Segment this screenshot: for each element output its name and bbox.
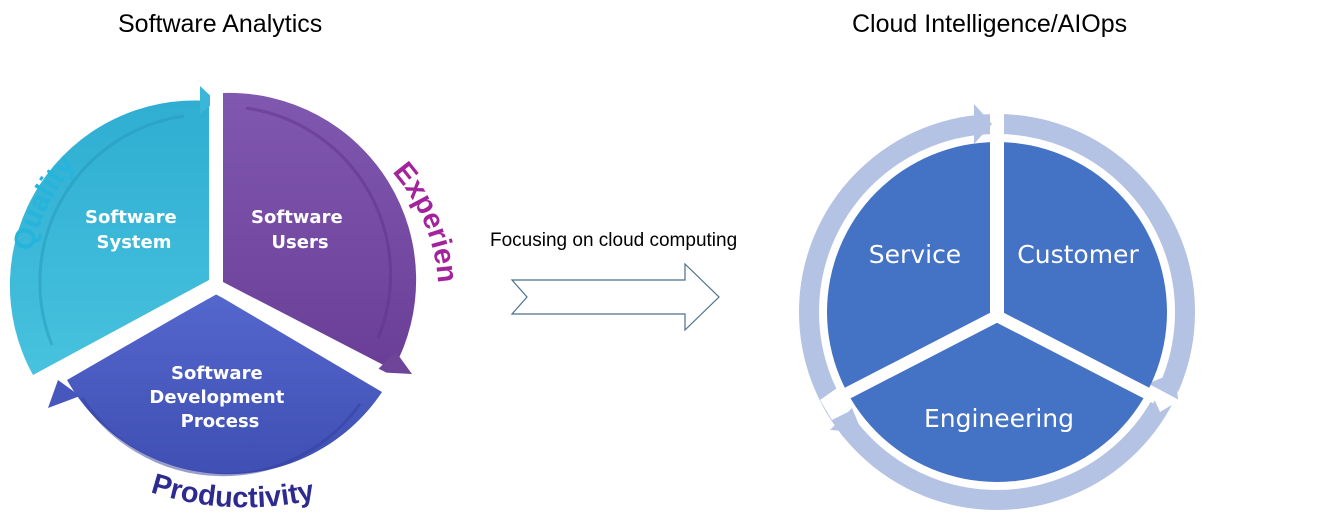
ring-arrow-right-icon bbox=[1148, 372, 1179, 400]
right-diagram-title: Cloud Intelligence/AIOps bbox=[852, 10, 1128, 38]
label-software-system: Software System bbox=[85, 207, 183, 253]
label-service: Service bbox=[869, 240, 961, 269]
transition-caption: Focusing on cloud computing bbox=[490, 230, 737, 251]
segment-software-system bbox=[9, 86, 216, 375]
label-software-users: Software Users bbox=[251, 207, 349, 253]
segment-software-users bbox=[223, 92, 417, 374]
label-software-development-process: Software Development Process bbox=[149, 363, 290, 432]
transition-arrow: Focusing on cloud computing bbox=[490, 230, 737, 332]
software-analytics-cycle: Software System Software Users Software … bbox=[0, 0, 463, 514]
ring-arrow-top-icon bbox=[974, 104, 992, 144]
label-engineering: Engineering bbox=[924, 404, 1074, 433]
right-arrow-icon bbox=[510, 262, 720, 332]
segment-software-development-process bbox=[48, 294, 382, 477]
cloud-intelligence-cycle: Service Customer Engineering bbox=[799, 104, 1195, 510]
ring-arrow-left-icon bbox=[830, 408, 862, 432]
left-diagram-title: Software Analytics bbox=[118, 10, 323, 38]
label-customer: Customer bbox=[1017, 240, 1139, 269]
